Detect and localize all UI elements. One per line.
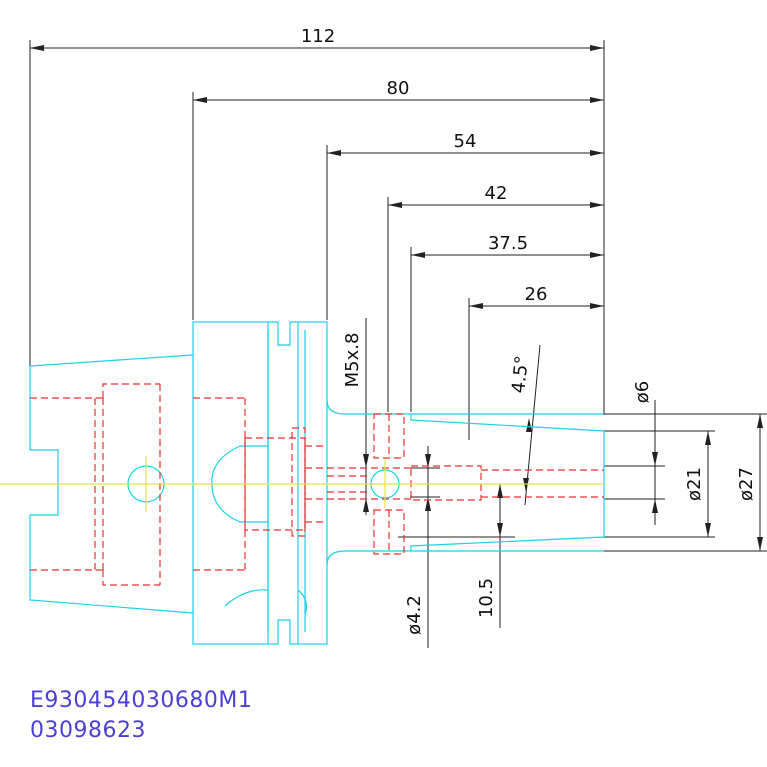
detail-dimensions: M5x.8 4.5° ø4.2 10.5 [342,318,541,648]
dim-26: 26 [525,284,548,305]
dim-80: 80 [387,78,410,99]
dim-angle-4-5: 4.5° [508,355,533,395]
horizontal-dimensions: 112 80 54 42 37.5 26 [29,26,605,440]
part-outline [29,321,605,645]
dim-diameter-27: ø27 [736,467,757,501]
dim-37-5: 37.5 [488,233,528,254]
hidden-lines [30,383,604,586]
dim-10-5: 10.5 [476,578,497,618]
diameter-dimensions: ø6 ø21 ø27 [604,381,767,552]
part-number: 03098623 [30,718,146,743]
center-line [0,456,604,512]
dim-diameter-21: ø21 [684,467,705,501]
dim-diameter-4-2: ø4.2 [404,595,425,635]
dim-54: 54 [454,131,477,152]
dim-42: 42 [485,183,508,204]
dim-diameter-6: ø6 [632,381,653,403]
part-code: E930454030680M1 [30,688,252,713]
dim-112: 112 [301,26,335,47]
dim-thread-m5: M5x.8 [342,333,363,388]
